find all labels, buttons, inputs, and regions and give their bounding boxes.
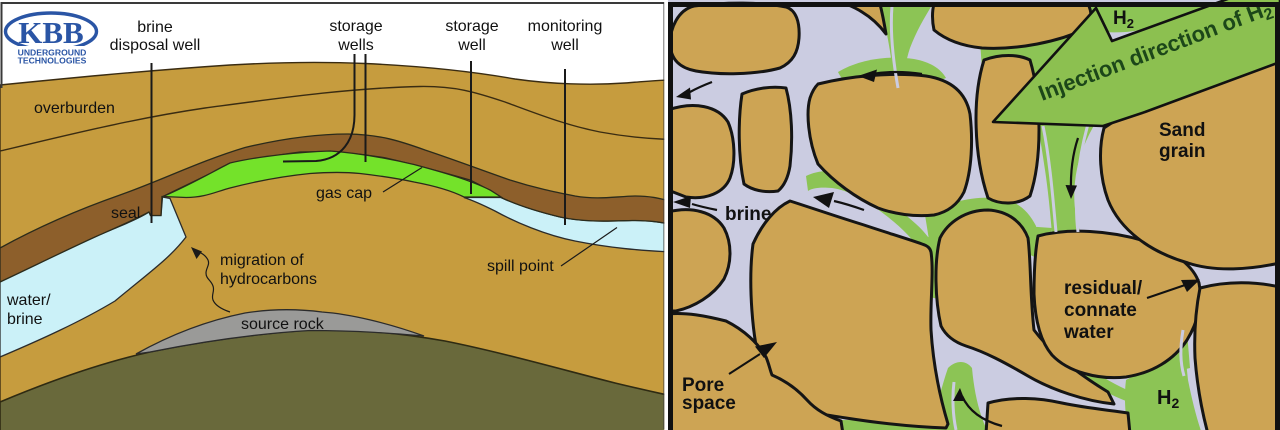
svg-text:spill point: spill point xyxy=(487,258,554,275)
svg-text:well: well xyxy=(457,37,486,54)
svg-text:water/: water/ xyxy=(6,292,51,309)
svg-text:seal: seal xyxy=(111,205,140,222)
svg-text:hydrocarbons: hydrocarbons xyxy=(220,271,317,288)
svg-text:wells: wells xyxy=(337,37,374,54)
svg-text:gas cap: gas cap xyxy=(316,185,372,202)
svg-text:connate: connate xyxy=(1064,300,1137,321)
svg-text:storage: storage xyxy=(329,18,382,35)
svg-text:Pore: Pore xyxy=(682,375,724,396)
svg-text:brine: brine xyxy=(137,19,173,36)
svg-text:grain: grain xyxy=(1159,141,1205,162)
svg-text:well: well xyxy=(550,37,579,54)
svg-text:source rock: source rock xyxy=(241,316,325,333)
svg-text:KBB: KBB xyxy=(18,15,83,50)
svg-text:monitoring: monitoring xyxy=(528,18,603,35)
svg-text:space: space xyxy=(682,393,736,414)
svg-text:storage: storage xyxy=(445,18,498,35)
svg-text:overburden: overburden xyxy=(34,100,115,117)
svg-text:Sand: Sand xyxy=(1159,120,1205,141)
svg-text:migration of: migration of xyxy=(220,252,304,269)
svg-text:disposal well: disposal well xyxy=(110,37,201,54)
svg-text:residual/: residual/ xyxy=(1064,278,1143,299)
svg-text:brine: brine xyxy=(725,204,771,225)
svg-text:UNDERGROUND: UNDERGROUND xyxy=(18,48,87,58)
svg-text:brine: brine xyxy=(7,311,43,328)
svg-text:TECHNOLOGIES: TECHNOLOGIES xyxy=(18,56,87,66)
svg-text:water: water xyxy=(1063,322,1114,343)
